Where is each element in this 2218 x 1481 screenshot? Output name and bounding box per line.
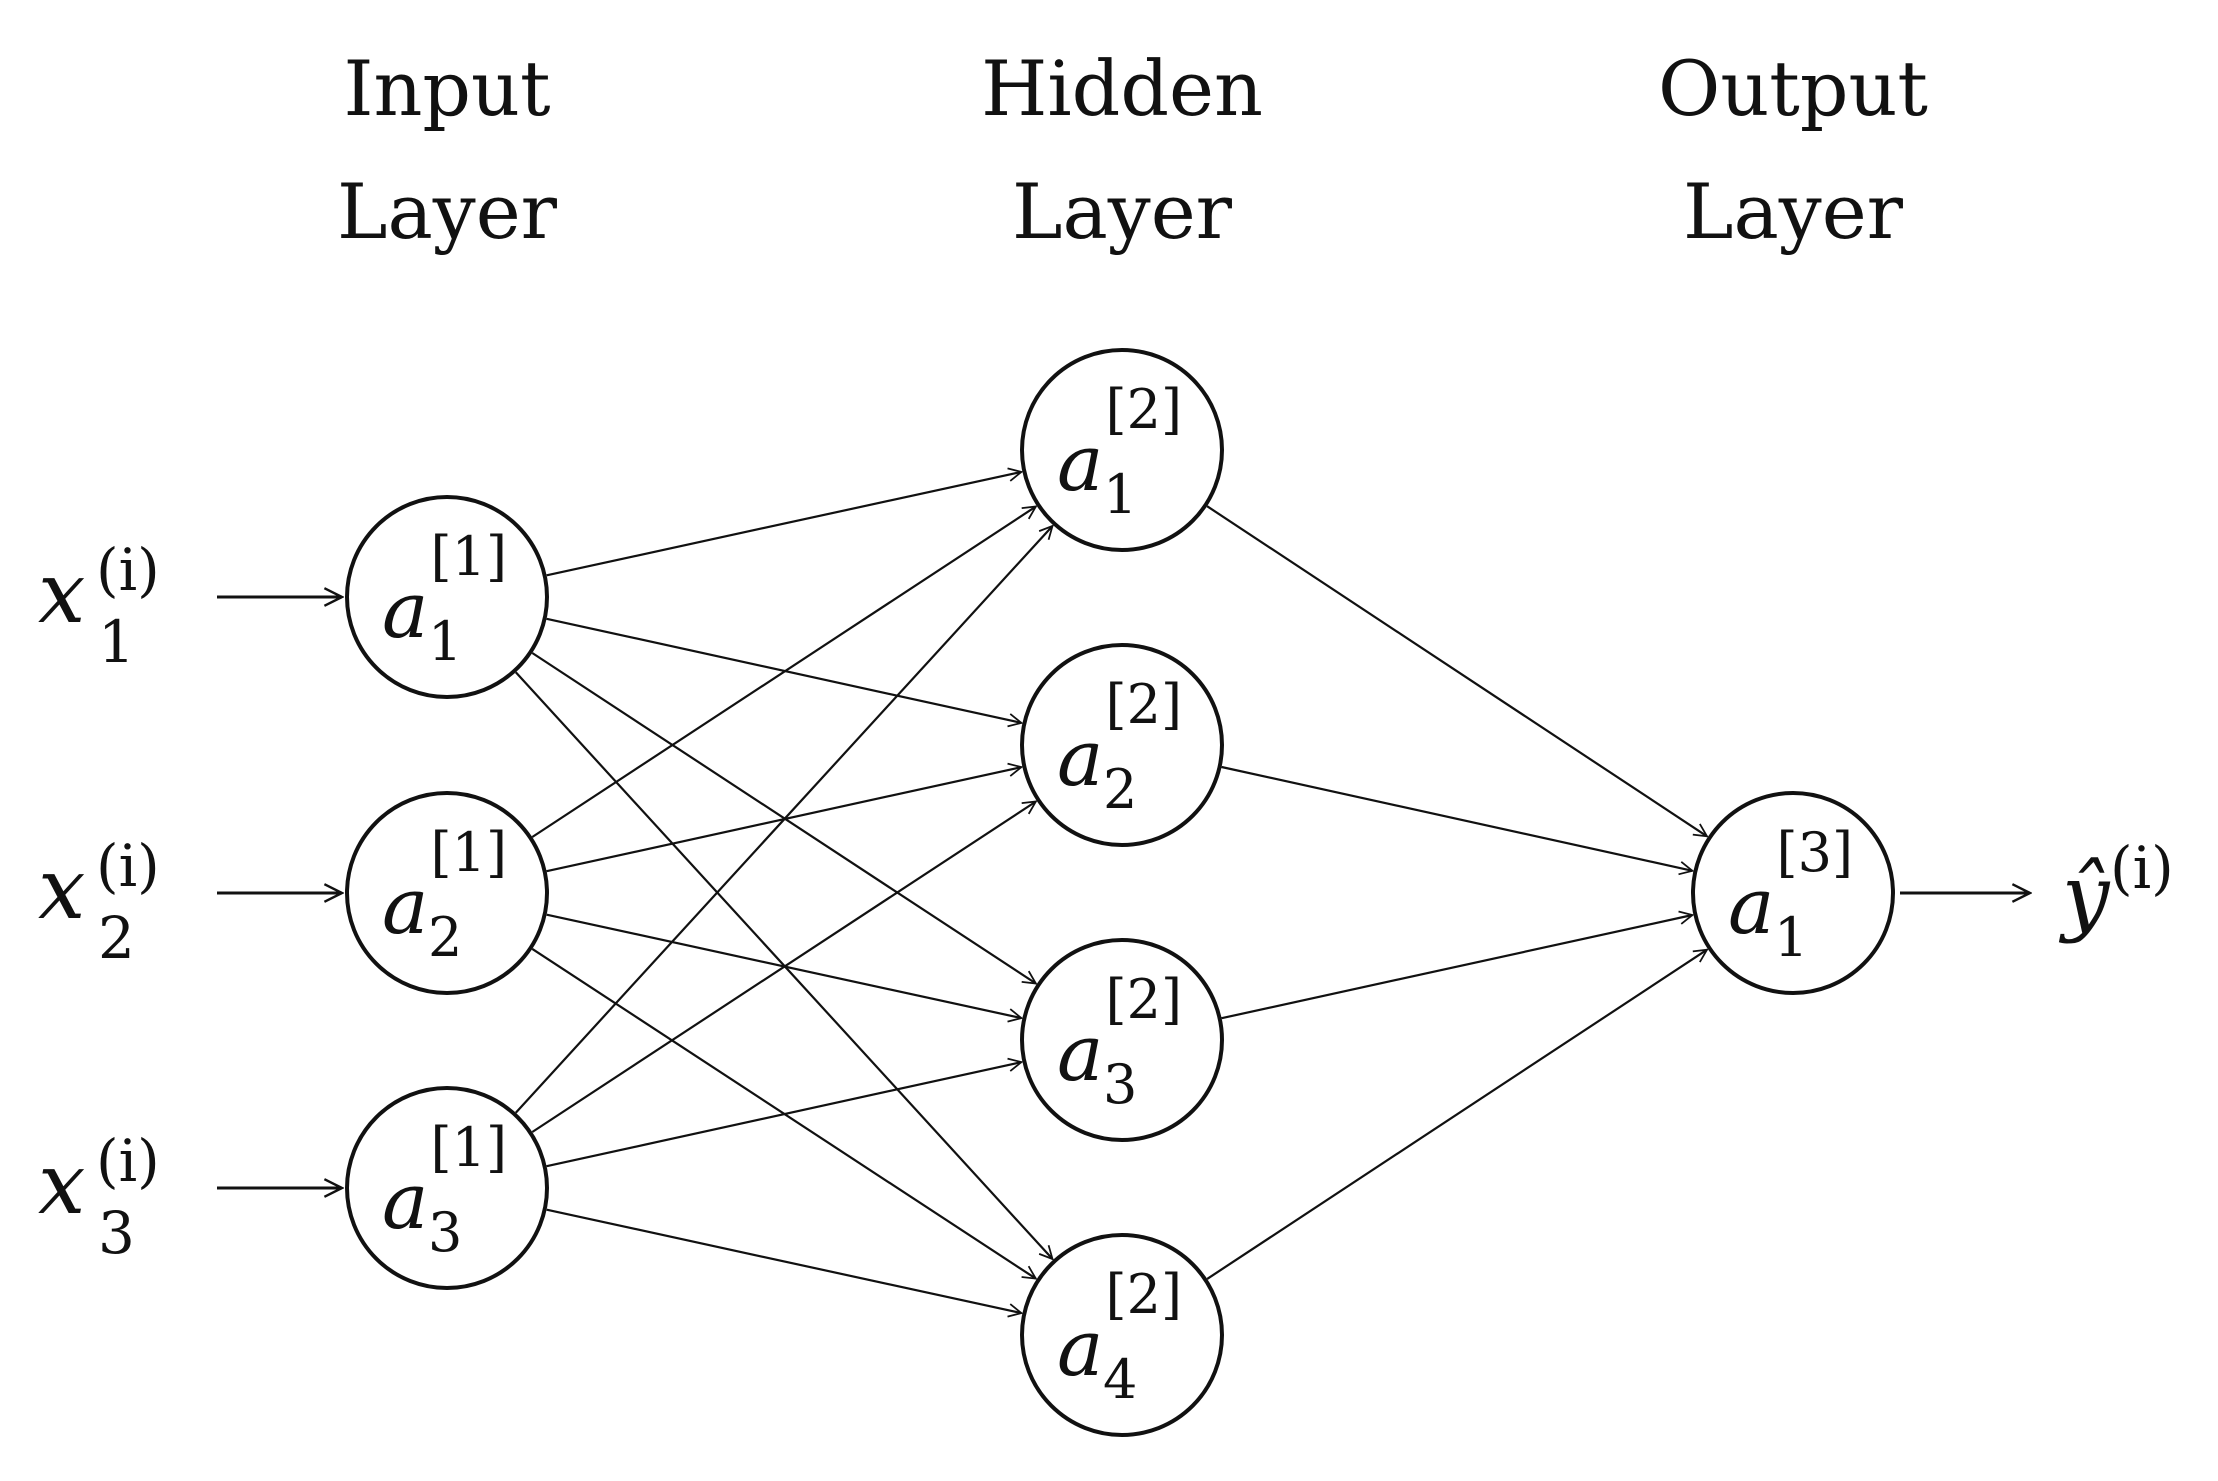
edge-a2_1-to-a3_1 [1206, 505, 1707, 836]
heading-input-line1: Input [343, 44, 550, 133]
output-label: ŷ(i) [2058, 834, 2174, 945]
label-x3: x(i)3 [38, 1127, 160, 1267]
edge-a2_4-to-a3_1 [1206, 950, 1707, 1280]
label-a2-3: a[2]3 [1057, 968, 1182, 1116]
edge-a1_3-to-a2_1 [514, 526, 1053, 1114]
label-x2: x(i)2 [38, 832, 160, 972]
connection-edges [514, 472, 1707, 1313]
edge-a1_3-to-a2_2 [531, 802, 1036, 1133]
label-a1-1: a[1]1 [382, 525, 507, 673]
edge-a1_3-to-a2_4 [546, 1208, 1022, 1313]
label-a1-2: a[1]2 [382, 821, 507, 969]
label-y-hat: ŷ(i) [2058, 834, 2174, 945]
label-a1-3: a[1]3 [382, 1116, 507, 1264]
heading-input-line2: Layer [337, 167, 558, 256]
label-a2-4: a[2]4 [1057, 1263, 1182, 1411]
node-a1-3 [345, 1086, 549, 1290]
label-a2-1: a[2]1 [1057, 378, 1182, 526]
hidden-layer-nodes [1020, 348, 1224, 1437]
label-x1: x(i)1 [38, 536, 160, 676]
heading-hidden-line1: Hidden [981, 44, 1263, 133]
heading-output-line2: Layer [1683, 167, 1904, 256]
node-labels: a[1]1 a[1]2 a[1]3 a[2]1 a[2]2 a[2]3 a[2]… [382, 378, 1853, 1411]
input-labels: x(i)1 x(i)2 x(i)3 [38, 536, 160, 1267]
edge-a1_3-to-a2_3 [546, 1062, 1022, 1168]
node-a1-1 [345, 495, 549, 699]
label-a2-2: a[2]2 [1057, 673, 1182, 821]
input-layer-nodes [345, 495, 549, 1290]
edge-a2_3-to-a3_1 [1221, 915, 1693, 1020]
io-arrows [217, 597, 2030, 1188]
node-a1-2 [345, 791, 549, 995]
heading-hidden-line2: Layer [1012, 167, 1233, 256]
node-a2-2 [1020, 643, 1224, 847]
node-a2-3 [1020, 938, 1224, 1142]
heading-output-line1: Output [1658, 44, 1928, 133]
edge-a1_1-to-a2_1 [546, 472, 1022, 577]
edge-a2_2-to-a3_1 [1221, 765, 1693, 871]
label-a3-1: a[3]1 [1728, 821, 1853, 969]
output-layer-nodes [1691, 791, 1895, 995]
edge-a1_2-to-a2_1 [531, 507, 1036, 838]
node-a3-1 [1691, 791, 1895, 995]
node-a2-1 [1020, 348, 1224, 552]
node-a2-4 [1020, 1233, 1224, 1437]
layer-headings: Input Layer Hidden Layer Output Layer [337, 44, 1928, 256]
